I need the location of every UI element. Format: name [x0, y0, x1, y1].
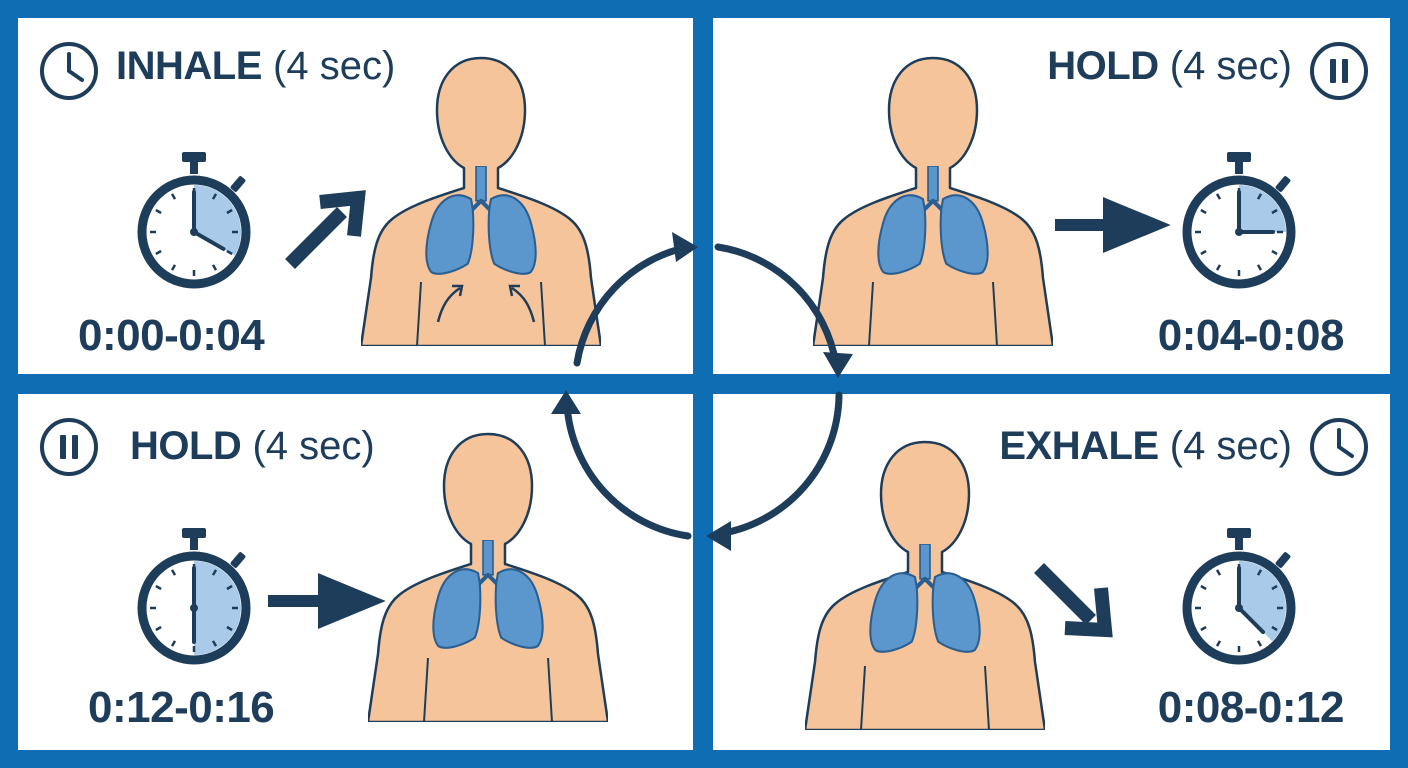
stopwatch-tick: [1200, 208, 1207, 215]
time-range: 0:08-0:12: [1157, 683, 1345, 732]
phase-title: HOLD (4 sec): [130, 426, 375, 466]
stopwatch-tick: [211, 569, 218, 576]
stopwatch-button: [230, 552, 246, 568]
panel-hold-1: HOLD (4 sec) 0:04-0:08: [713, 18, 1390, 374]
arrow-up-right-icon: [285, 190, 366, 269]
stopwatch-hand: [192, 230, 226, 251]
clock-icon: [1310, 418, 1368, 476]
phase-title: EXHALE (4 sec): [999, 426, 1292, 466]
stopwatch-stem: [1235, 160, 1243, 174]
stopwatch-tick: [226, 625, 233, 632]
stopwatch-tick: [1256, 193, 1263, 200]
stopwatch-stem: [1235, 536, 1243, 550]
phase-duration: (4 sec): [273, 44, 396, 88]
phase-name: INHALE: [116, 44, 262, 88]
time-range: 0:00-0:04: [78, 311, 265, 360]
phase-name: EXHALE: [999, 424, 1159, 468]
stopwatch-button: [1275, 552, 1291, 568]
panel-hold-2: HOLD (4 sec) 0:12-0:16: [18, 394, 693, 750]
stopwatch-icon: [137, 528, 251, 665]
arrow-down-right-icon: [1034, 563, 1113, 638]
stopwatch-tick: [1256, 569, 1263, 576]
lungs-icon: [875, 166, 991, 282]
stopwatch-elapsed-fill: [1239, 185, 1286, 232]
stopwatch-button: [1275, 176, 1291, 192]
stopwatch-tick: [1271, 208, 1278, 215]
stopwatch-tick: [211, 193, 218, 200]
stopwatch-crown: [1227, 152, 1251, 162]
phase-title: HOLD (4 sec): [1047, 46, 1292, 86]
stopwatch-pivot: [1235, 604, 1243, 612]
lungs-icon: [423, 166, 539, 282]
stopwatch-tick: [170, 193, 177, 200]
stopwatch-icon: [1182, 528, 1296, 665]
phase-duration: (4 sec): [1169, 44, 1292, 88]
stopwatch-tick: [155, 208, 162, 215]
lungs-icon: [430, 540, 546, 656]
stopwatch-crown: [182, 152, 206, 162]
stopwatch-pivot: [190, 604, 198, 612]
phase-duration: (4 sec): [1169, 424, 1292, 468]
stopwatch-tick: [1200, 249, 1207, 256]
stopwatch-tick: [211, 640, 218, 647]
stopwatch-tick: [211, 264, 218, 271]
stopwatch-tick: [170, 264, 177, 271]
stopwatch-tick: [170, 640, 177, 647]
lungs-icon: [867, 544, 983, 660]
stopwatch-tick: [1215, 640, 1222, 647]
stopwatch-tick: [1200, 584, 1207, 591]
stopwatch-tick: [1256, 640, 1263, 647]
time-range: 0:12-0:16: [88, 683, 275, 732]
time-range: 0:04-0:08: [1157, 311, 1345, 360]
stopwatch-tick: [226, 208, 233, 215]
diaphragm-arrows-icon: [436, 284, 536, 323]
stopwatch-tick: [1215, 569, 1222, 576]
stopwatch-pivot: [190, 228, 198, 236]
stopwatch-tick: [1215, 264, 1222, 271]
stopwatch-tick: [1271, 584, 1278, 591]
stopwatch-tick: [1271, 625, 1278, 632]
clock-icon: [40, 42, 98, 100]
stopwatch-tick: [1271, 249, 1278, 256]
stopwatch-button: [230, 176, 246, 192]
stopwatch-icon: [137, 152, 251, 289]
phase-name: HOLD: [1047, 44, 1159, 88]
phase-duration: (4 sec): [252, 424, 375, 468]
phase-title: INHALE (4 sec): [116, 46, 395, 86]
stopwatch-crown: [182, 528, 206, 538]
stopwatch-pivot: [1235, 228, 1243, 236]
stopwatch-tick: [155, 249, 162, 256]
pause-icon: [40, 418, 98, 476]
stopwatch-stem: [190, 536, 198, 550]
stopwatch-tick: [1200, 625, 1207, 632]
stopwatch-icon: [1182, 152, 1296, 289]
phase-name: HOLD: [130, 424, 242, 468]
stopwatch-tick: [170, 569, 177, 576]
stopwatch-elapsed-fill: [194, 561, 241, 655]
stopwatch-hand: [1237, 606, 1266, 635]
arrow-right-icon: [268, 573, 386, 629]
stopwatch-crown: [1227, 528, 1251, 538]
panel-inhale: INHALE (4 sec) 0:00-0:04: [18, 18, 693, 374]
stopwatch-tick: [226, 249, 233, 256]
stopwatch-stem: [190, 160, 198, 174]
stopwatch-tick: [1215, 193, 1222, 200]
stopwatch-tick: [155, 584, 162, 591]
stopwatch-tick: [1256, 264, 1263, 271]
stopwatch-tick: [226, 584, 233, 591]
pause-icon: [1310, 42, 1368, 100]
arrow-right-icon: [1055, 197, 1171, 253]
panel-exhale: EXHALE (4 sec) 0:08-0:12: [713, 394, 1390, 750]
stopwatch-elapsed-fill: [1239, 561, 1286, 642]
stopwatch-tick: [155, 625, 162, 632]
